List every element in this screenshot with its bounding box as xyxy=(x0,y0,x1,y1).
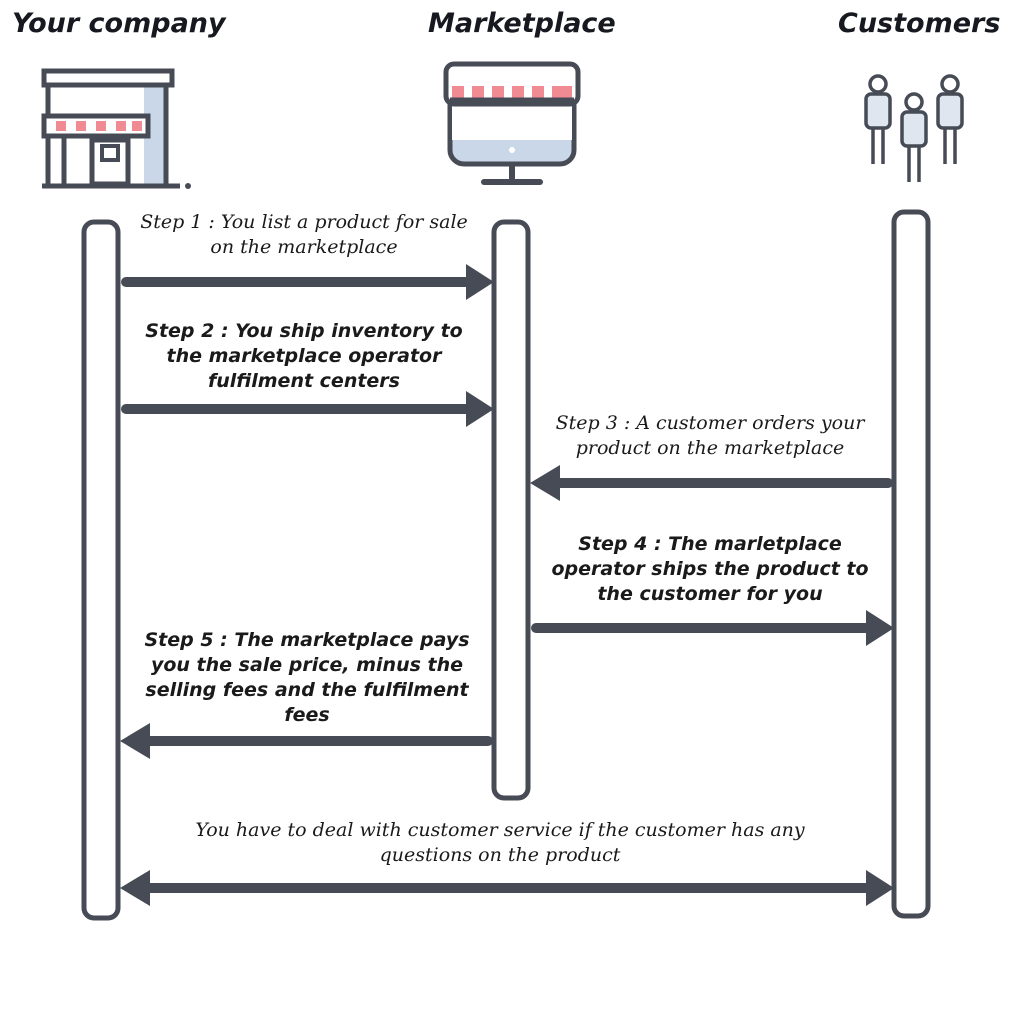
message-line: Step 5 : The marketplace pays xyxy=(144,629,470,651)
lifeline-customers xyxy=(891,209,931,919)
actor-title-customers: Customers xyxy=(838,8,1001,39)
message-label-step1: Step 1 : You list a product for sale on … xyxy=(104,210,504,260)
message-line: fulfilment centers xyxy=(207,370,400,392)
lifeline-company xyxy=(81,219,121,921)
actor-title-company: Your company xyxy=(12,8,226,39)
message-line: the customer for you xyxy=(597,583,823,605)
message-label-step4: Step 4 : The marletplace operator ships … xyxy=(520,532,900,607)
message-label-step3: Step 3 : A customer orders your product … xyxy=(520,411,900,461)
message-line: Step 3 : A customer orders your xyxy=(555,412,865,434)
message-line: on the marketplace xyxy=(210,236,398,258)
message-line: operator ships the product to xyxy=(551,558,869,580)
message-line: You have to deal with customer service i… xyxy=(195,819,805,841)
online-shop-monitor-icon xyxy=(443,61,581,185)
arrowhead-step3 xyxy=(530,465,560,501)
message-label-step2: Step 2 : You ship inventory to the marke… xyxy=(104,319,504,394)
lifeline-marketplace xyxy=(491,219,531,801)
arrowhead-step5 xyxy=(120,723,150,759)
message-line: questions on the product xyxy=(379,844,621,866)
message-line: fees xyxy=(284,704,330,726)
storefront-icon xyxy=(41,68,191,189)
message-line: Step 1 : You list a product for sale xyxy=(140,211,468,233)
message-line: Step 2 : You ship inventory to xyxy=(145,320,463,342)
message-label-customer-service: You have to deal with customer service i… xyxy=(130,818,870,868)
arrowhead-step1 xyxy=(466,264,494,300)
message-label-step5: Step 5 : The marketplace pays you the sa… xyxy=(104,628,510,728)
message-line: the marketplace operator xyxy=(166,345,442,367)
message-line: you the sale price, minus the xyxy=(150,654,464,676)
arrowhead-step2 xyxy=(466,391,494,427)
actor-title-marketplace: Marketplace xyxy=(428,8,616,39)
message-line: product on the marketplace xyxy=(575,437,845,459)
message-line: Step 4 : The marletplace xyxy=(578,533,842,555)
arrowhead-step4 xyxy=(866,610,894,646)
people-group-icon xyxy=(864,74,964,182)
arrowhead-customer-service-right xyxy=(866,870,894,906)
message-line: selling fees and the fulfilment xyxy=(145,679,469,701)
arrowhead-customer-service-left xyxy=(120,870,150,906)
